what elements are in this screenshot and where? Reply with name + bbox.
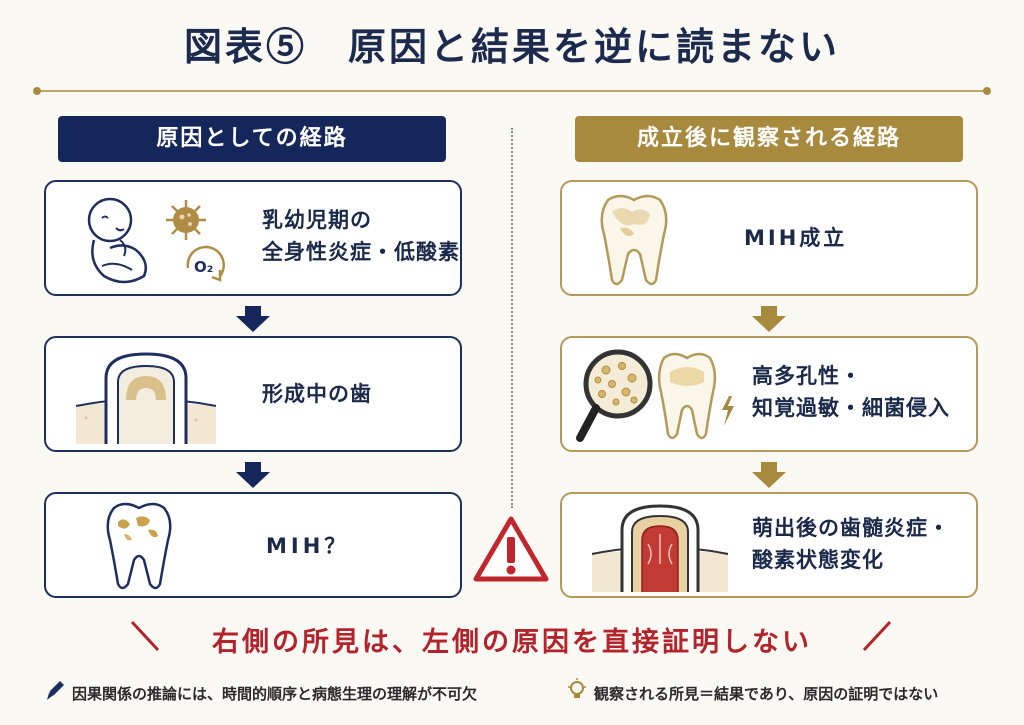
down-arrow-icon [752, 306, 786, 332]
pencil-icon [47, 681, 64, 700]
footnote-right: 観察される所見＝結果であり、原因の証明ではない [594, 685, 939, 703]
conclusion-text: 右側の所見は、左側の原因を直接証明しない [212, 627, 812, 658]
left-slash-decoration [130, 620, 160, 652]
cause-step-developing-tooth: 形成中の歯 [44, 336, 462, 452]
cause-step-2-text: 形成中の歯 [262, 382, 372, 406]
observed-step-3-line2: 酸素状態変化 [752, 548, 884, 572]
down-arrow-icon [236, 306, 270, 332]
right-column-header: 成立後に観察される経路 [575, 116, 963, 162]
oxygen-cycle-icon: O₂ [186, 245, 225, 282]
cause-step-systemic: O₂ 乳幼児期の 全身性炎症・低酸素 [44, 180, 462, 296]
cause-step-1-line1: 乳幼児期の [262, 208, 372, 232]
virus-icon [166, 200, 206, 240]
developing-tooth-icon [76, 352, 216, 444]
title-divider [33, 87, 991, 95]
cause-step-mih: MIH？ [44, 492, 462, 598]
lightbulb-icon [568, 678, 586, 698]
warning-icon [473, 516, 549, 582]
column-divider [511, 128, 513, 508]
infant-icon [87, 197, 147, 284]
mih-tooth-icon [106, 502, 172, 590]
observed-step-porosity: 高多孔性・ 知覚過敏・細菌侵入 [560, 336, 978, 452]
page-title: 図表⑤ 原因と結果を逆に読まない [183, 24, 840, 69]
down-arrow-icon [752, 462, 786, 488]
observed-step-2-line2: 知覚過敏・細菌侵入 [752, 396, 950, 420]
right-slash-decoration [862, 620, 892, 652]
oxygen-label: O₂ [194, 258, 213, 276]
inflamed-tooth-icon [592, 504, 728, 592]
mih-tooth-icon [600, 194, 668, 286]
cause-step-3-text: MIH？ [266, 534, 350, 558]
observed-step-mih: MIH成立 [560, 180, 978, 296]
observed-step-2-line1: 高多孔性・ [752, 364, 862, 388]
footnote-left: 因果関係の推論には、時間的順序と病態生理の理解が不可欠 [72, 685, 478, 703]
observed-step-1-text: MIH成立 [744, 226, 848, 250]
magnifier-icon [576, 349, 653, 442]
cause-step-1-line2: 全身性炎症・低酸素 [262, 240, 460, 264]
porous-tooth-icon [657, 352, 717, 440]
down-arrow-icon [236, 462, 270, 488]
observed-step-3-line1: 萌出後の歯髄炎症・ [752, 516, 950, 540]
observed-step-pulpitis: 萌出後の歯髄炎症・ 酸素状態変化 [560, 492, 978, 598]
left-column-header: 原因としての経路 [58, 116, 446, 162]
lightning-icon [722, 396, 734, 426]
